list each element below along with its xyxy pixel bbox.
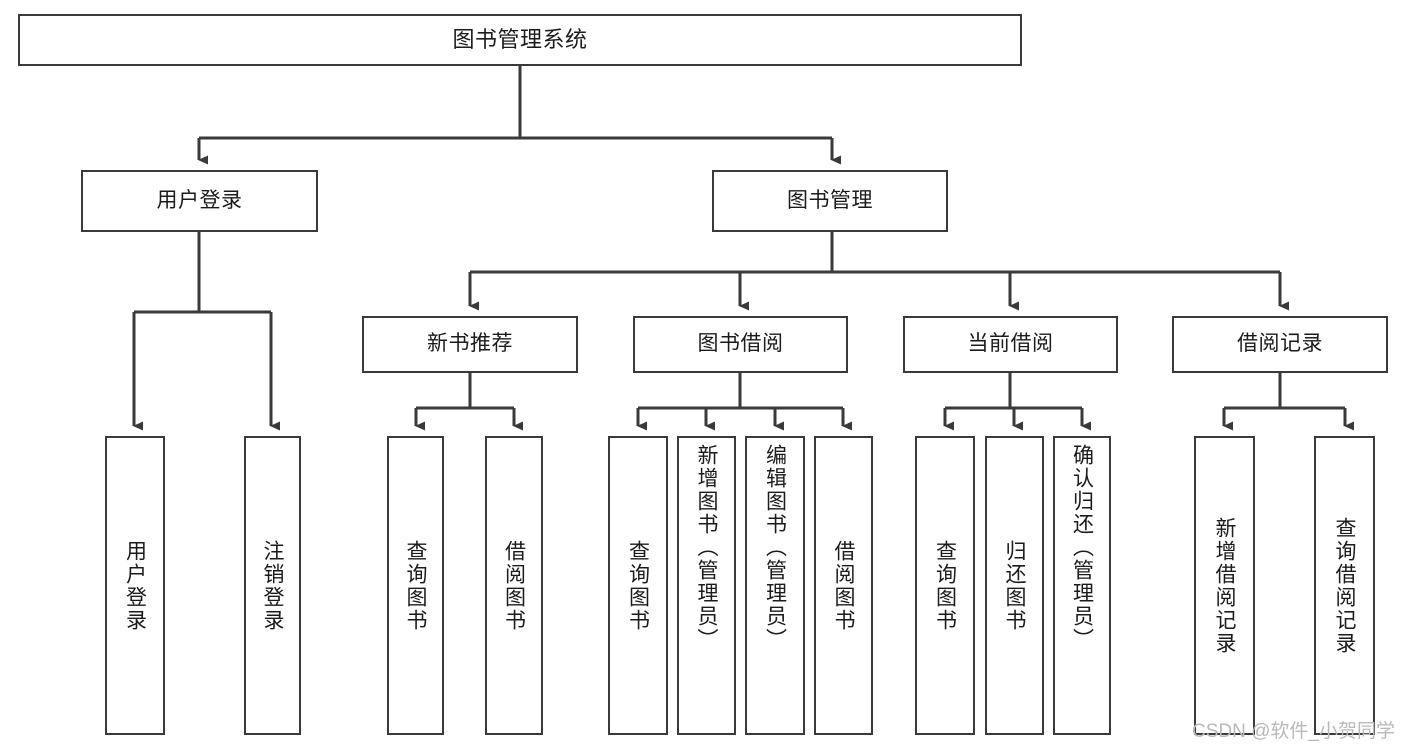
node-label: 图书管理系统 [452, 27, 588, 53]
node-label: 查询借阅记录 [1333, 516, 1356, 655]
leaf-query-book-borrow[interactable]: 查询图书 [608, 436, 668, 735]
node-borrow-record[interactable]: 借阅记录 [1172, 316, 1388, 373]
node-new-book-recommend[interactable]: 新书推荐 [362, 316, 578, 373]
leaf-query-book-recommend[interactable]: 查询图书 [387, 436, 444, 735]
node-label: 用户登录 [123, 539, 147, 632]
node-label: 图书管理 [787, 188, 873, 212]
node-book-borrow[interactable]: 图书借阅 [633, 316, 848, 373]
leaf-edit-book-admin[interactable]: 编辑图书（管理员） [745, 436, 805, 735]
node-label: 新增图书（管理员） [695, 444, 718, 651]
node-label: 新书推荐 [427, 332, 513, 356]
leaf-borrow-book-recommend[interactable]: 借阅图书 [485, 436, 543, 735]
node-label: 确认归还（管理员） [1070, 444, 1094, 651]
node-user-login[interactable]: 用户登录 [81, 170, 318, 232]
node-label: 查询图书 [933, 539, 957, 632]
node-label: 借阅图书 [832, 539, 855, 632]
leaf-confirm-return-admin[interactable]: 确认归还（管理员） [1053, 436, 1111, 735]
leaf-return-book[interactable]: 归还图书 [985, 436, 1044, 735]
node-label: 注销登录 [261, 539, 284, 632]
leaf-borrow-book[interactable]: 借阅图书 [814, 436, 873, 735]
node-label: 借阅记录 [1237, 332, 1323, 356]
node-current-borrow[interactable]: 当前借阅 [903, 316, 1118, 373]
node-label: 查询图书 [626, 539, 650, 632]
leaf-add-borrow-record[interactable]: 新增借阅记录 [1194, 436, 1255, 735]
node-label: 借阅图书 [502, 539, 526, 632]
leaf-query-book-current[interactable]: 查询图书 [915, 436, 975, 735]
leaf-add-book-admin[interactable]: 新增图书（管理员） [677, 436, 736, 735]
node-label: 归还图书 [1003, 539, 1026, 632]
node-label: 查询图书 [404, 539, 427, 632]
node-label: 当前借阅 [967, 332, 1054, 356]
node-label: 用户登录 [156, 188, 243, 212]
node-label: 编辑图书（管理员） [763, 444, 787, 651]
leaf-user-logout[interactable]: 注销登录 [244, 436, 301, 735]
node-book-management[interactable]: 图书管理 [712, 170, 948, 232]
leaf-query-borrow-record[interactable]: 查询借阅记录 [1314, 436, 1375, 735]
node-label: 图书借阅 [697, 332, 784, 356]
node-label: 新增借阅记录 [1213, 516, 1236, 655]
leaf-user-login[interactable]: 用户登录 [105, 436, 165, 735]
node-root-system[interactable]: 图书管理系统 [18, 14, 1022, 66]
